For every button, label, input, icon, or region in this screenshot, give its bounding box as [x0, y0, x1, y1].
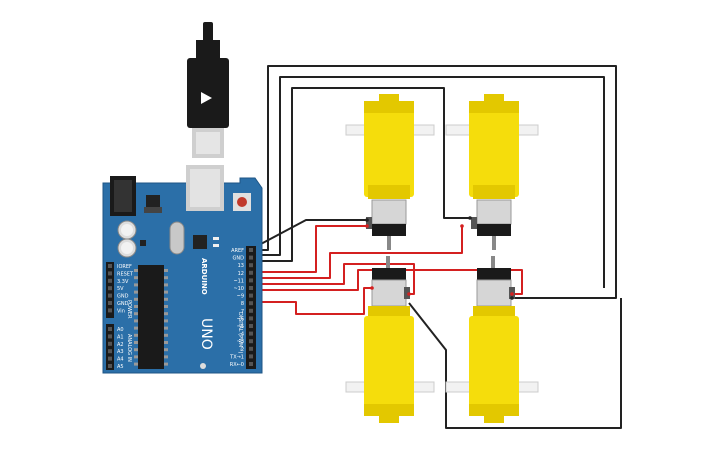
digital-header: [246, 246, 256, 369]
analog-pin-label: A4: [117, 357, 124, 363]
power-pin-3[interactable]: [108, 286, 112, 291]
digital-pin-8[interactable]: [249, 308, 253, 313]
terminal[interactable]: [404, 287, 410, 299]
analog-header-title: ANALOG IN: [126, 334, 132, 362]
digital-pin-label: GND: [233, 256, 245, 262]
wire-red-1[interactable]: [259, 225, 367, 273]
analog-pin-label: A2: [117, 342, 124, 348]
digital-pin-12[interactable]: [249, 339, 253, 344]
digital-pin-label: ~11: [233, 278, 244, 284]
digital-pin-label: 12: [238, 271, 244, 277]
digital-pin-label: 7: [241, 309, 244, 315]
wire-red-2[interactable]: [259, 226, 463, 279]
wire-black-1[interactable]: [259, 65, 617, 299]
digital-pin-15[interactable]: [249, 362, 253, 366]
analog-pin-1[interactable]: [108, 334, 112, 339]
usb-cable[interactable]: [187, 22, 229, 158]
power-pin-4[interactable]: [108, 293, 112, 298]
motor-top-left[interactable]: [345, 94, 435, 250]
analog-pin-label: A1: [117, 334, 124, 340]
digital-pin-label: 2: [241, 347, 244, 353]
power-pin-label: 3.3V: [117, 279, 129, 285]
analog-pin-2[interactable]: [108, 341, 112, 346]
digital-pin-13[interactable]: [249, 346, 253, 351]
digital-pin-label: 4: [241, 332, 244, 338]
power-pin-label: RESET: [117, 271, 134, 277]
analog-pin-label: A5: [117, 364, 124, 370]
wires: [258, 65, 622, 429]
power-pin-6[interactable]: [108, 308, 112, 313]
power-pin-0[interactable]: [108, 264, 112, 268]
digital-pin-label: AREF: [231, 248, 244, 254]
power-pin-2[interactable]: [108, 278, 112, 283]
motor-bottom-left[interactable]: [345, 256, 435, 423]
digital-pin-label: ~9: [237, 294, 244, 300]
digital-pin-0[interactable]: [249, 248, 253, 252]
digital-header-title: DIGITAL (PWM~): [237, 312, 243, 354]
power-pin-5[interactable]: [108, 301, 112, 305]
digital-pin-9[interactable]: [249, 316, 253, 321]
digital-pin-label: TX→1: [229, 354, 244, 360]
power-pin-label: 5V: [117, 286, 124, 292]
digital-pin-label: ~3: [237, 339, 244, 345]
analog-pin-0[interactable]: [108, 327, 112, 331]
power-header-title: POWER: [126, 300, 132, 319]
analog-pin-label: A0: [117, 327, 124, 333]
analog-pin-label: A3: [117, 349, 124, 355]
atmega-chip: [138, 265, 164, 369]
digital-pin-2[interactable]: [249, 263, 253, 268]
digital-pin-label: 8: [241, 301, 244, 307]
motor-bottom-right[interactable]: [445, 256, 539, 423]
digital-pin-label: 13: [238, 263, 244, 269]
wire-black-2[interactable]: [259, 76, 605, 288]
wire-black-5[interactable]: [408, 298, 622, 429]
motor-top-right[interactable]: [445, 94, 539, 250]
terminal[interactable]: [471, 217, 477, 229]
digital-pin-6[interactable]: [249, 293, 253, 298]
analog-pin-4[interactable]: [108, 356, 112, 361]
digital-pin-7[interactable]: [249, 301, 253, 306]
digital-pin-5[interactable]: [249, 286, 253, 290]
digital-pin-3[interactable]: [249, 270, 253, 275]
terminal[interactable]: [366, 217, 372, 229]
wire-black-3[interactable]: [259, 87, 470, 262]
digital-pin-10[interactable]: [249, 324, 253, 328]
wire-red-3[interactable]: [259, 263, 415, 295]
board-model: UNO: [198, 318, 214, 350]
analog-pin-5[interactable]: [108, 364, 112, 368]
power-pin-label: Vin: [117, 308, 125, 314]
wire-black-4[interactable]: [258, 219, 367, 246]
digital-pin-label: ~6: [237, 316, 244, 322]
power-pin-label: GND: [117, 301, 129, 307]
analog-pin-3[interactable]: [108, 349, 112, 354]
analog-header: [106, 324, 114, 370]
wire-red-4[interactable]: [259, 269, 523, 295]
digital-pin-14[interactable]: [249, 354, 253, 359]
power-pin-1[interactable]: [108, 271, 112, 276]
digital-pin-label: ~10: [233, 286, 244, 292]
wire-red-5[interactable]: [259, 287, 372, 315]
digital-pin-1[interactable]: [249, 255, 253, 260]
digital-pin-label: RX←0: [230, 362, 244, 368]
board-brand: ARDUINO: [200, 258, 208, 295]
power-pin-label: GND: [117, 294, 129, 300]
digital-pin-11[interactable]: [249, 331, 253, 336]
digital-pin-4[interactable]: [249, 278, 253, 283]
digital-pin-label: ~5: [237, 324, 244, 330]
power-pin-label: IOREF: [117, 264, 132, 270]
